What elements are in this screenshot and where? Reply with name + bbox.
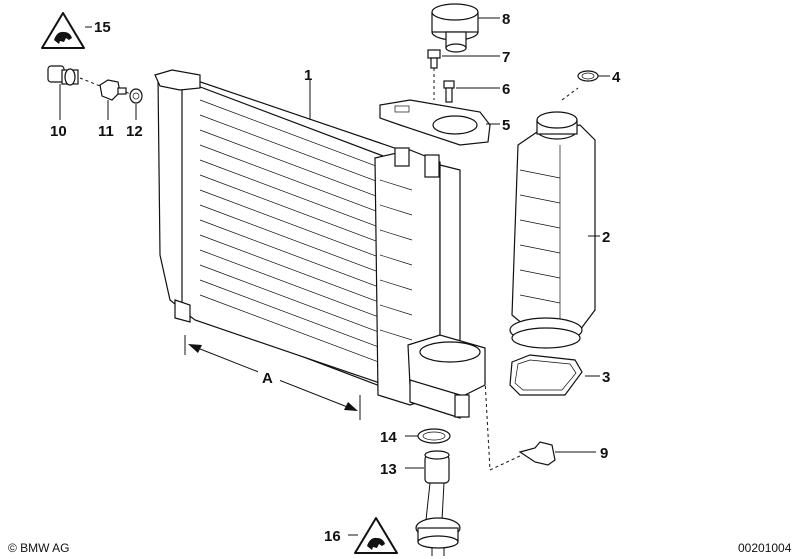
label-part-11: 11 bbox=[98, 123, 114, 140]
label-part-14: 14 bbox=[380, 429, 397, 446]
label-part-1: 1 bbox=[304, 67, 312, 84]
label-part-10: 10 bbox=[50, 123, 67, 140]
dimension-a bbox=[184, 335, 361, 420]
label-part-5: 5 bbox=[502, 117, 510, 134]
label-part-3: 3 bbox=[602, 369, 610, 386]
warning-triangle-icon bbox=[354, 517, 398, 554]
label-part-2: 2 bbox=[602, 229, 610, 246]
label-part-15: 15 bbox=[94, 19, 111, 36]
label-part-4: 4 bbox=[612, 69, 621, 86]
label-part-16: 16 bbox=[324, 528, 341, 545]
temperature-sensor bbox=[47, 65, 79, 86]
label-part-7: 7 bbox=[502, 49, 510, 66]
leader-lines bbox=[59, 17, 610, 536]
copyright-text: © BMW AG bbox=[8, 541, 70, 555]
label-part-6: 6 bbox=[502, 81, 510, 98]
diagram-number: 00201004 bbox=[738, 541, 792, 555]
warning-triangle-icon bbox=[41, 12, 85, 49]
adapter-nut bbox=[99, 79, 127, 101]
label-part-13: 13 bbox=[380, 461, 397, 478]
mounting-bracket bbox=[379, 99, 491, 146]
label-part-9: 9 bbox=[600, 445, 608, 462]
level-sensor bbox=[415, 450, 461, 556]
expansion-tank bbox=[509, 111, 596, 349]
dimension-a-label: A bbox=[262, 370, 273, 387]
washer-12 bbox=[129, 88, 143, 104]
radiator bbox=[154, 69, 486, 419]
label-part-12: 12 bbox=[126, 123, 143, 140]
screw-7 bbox=[427, 49, 441, 100]
screw-6 bbox=[443, 80, 455, 103]
drain-plug bbox=[484, 379, 556, 471]
label-part-8: 8 bbox=[502, 11, 510, 28]
o-ring-small bbox=[577, 70, 599, 82]
tank-seal bbox=[509, 354, 583, 396]
filler-cap bbox=[431, 3, 479, 53]
